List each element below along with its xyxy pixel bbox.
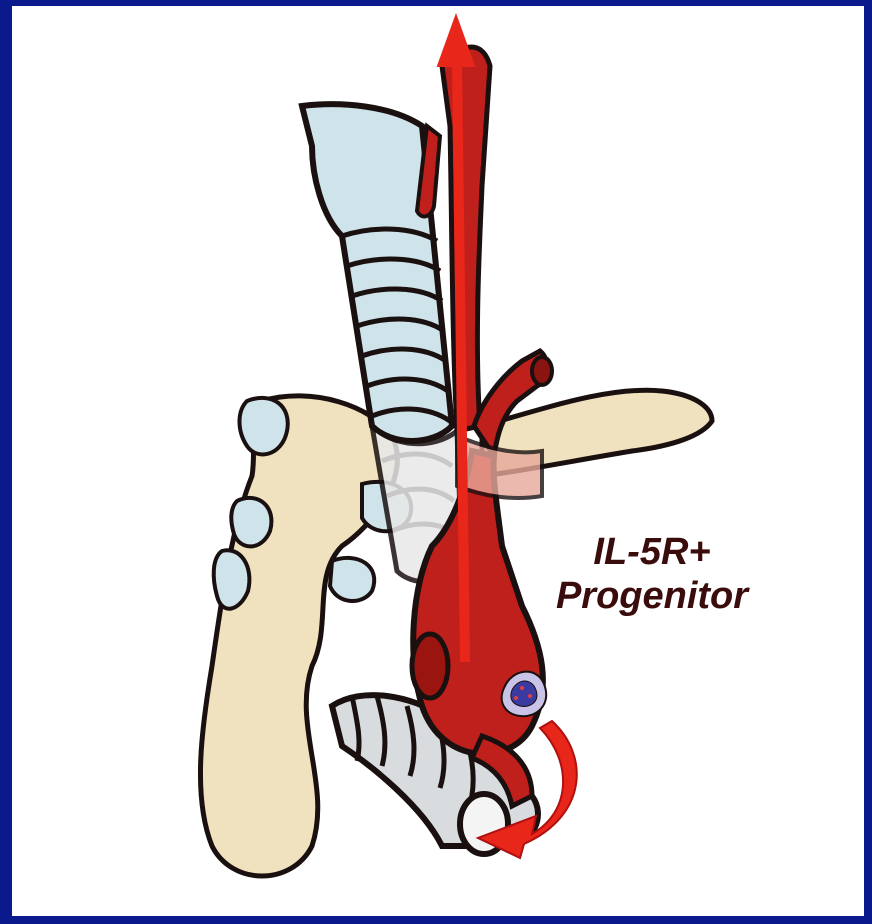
cartilage-piece <box>240 398 288 455</box>
sternum-bone <box>200 396 397 876</box>
aorta-opening <box>412 634 448 698</box>
artery-opening <box>532 357 552 385</box>
anatomy-illustration <box>12 6 864 916</box>
cartilage-piece <box>330 558 374 601</box>
progenitor-label: IL-5R+ Progenitor <box>532 531 772 618</box>
cartilage-piece <box>231 498 271 547</box>
label-line-1: IL-5R+ <box>532 531 772 575</box>
illustration-panel: IL-5R+ Progenitor <box>12 6 864 916</box>
label-line-2: Progenitor <box>532 575 772 619</box>
cartilage-piece <box>214 550 250 609</box>
